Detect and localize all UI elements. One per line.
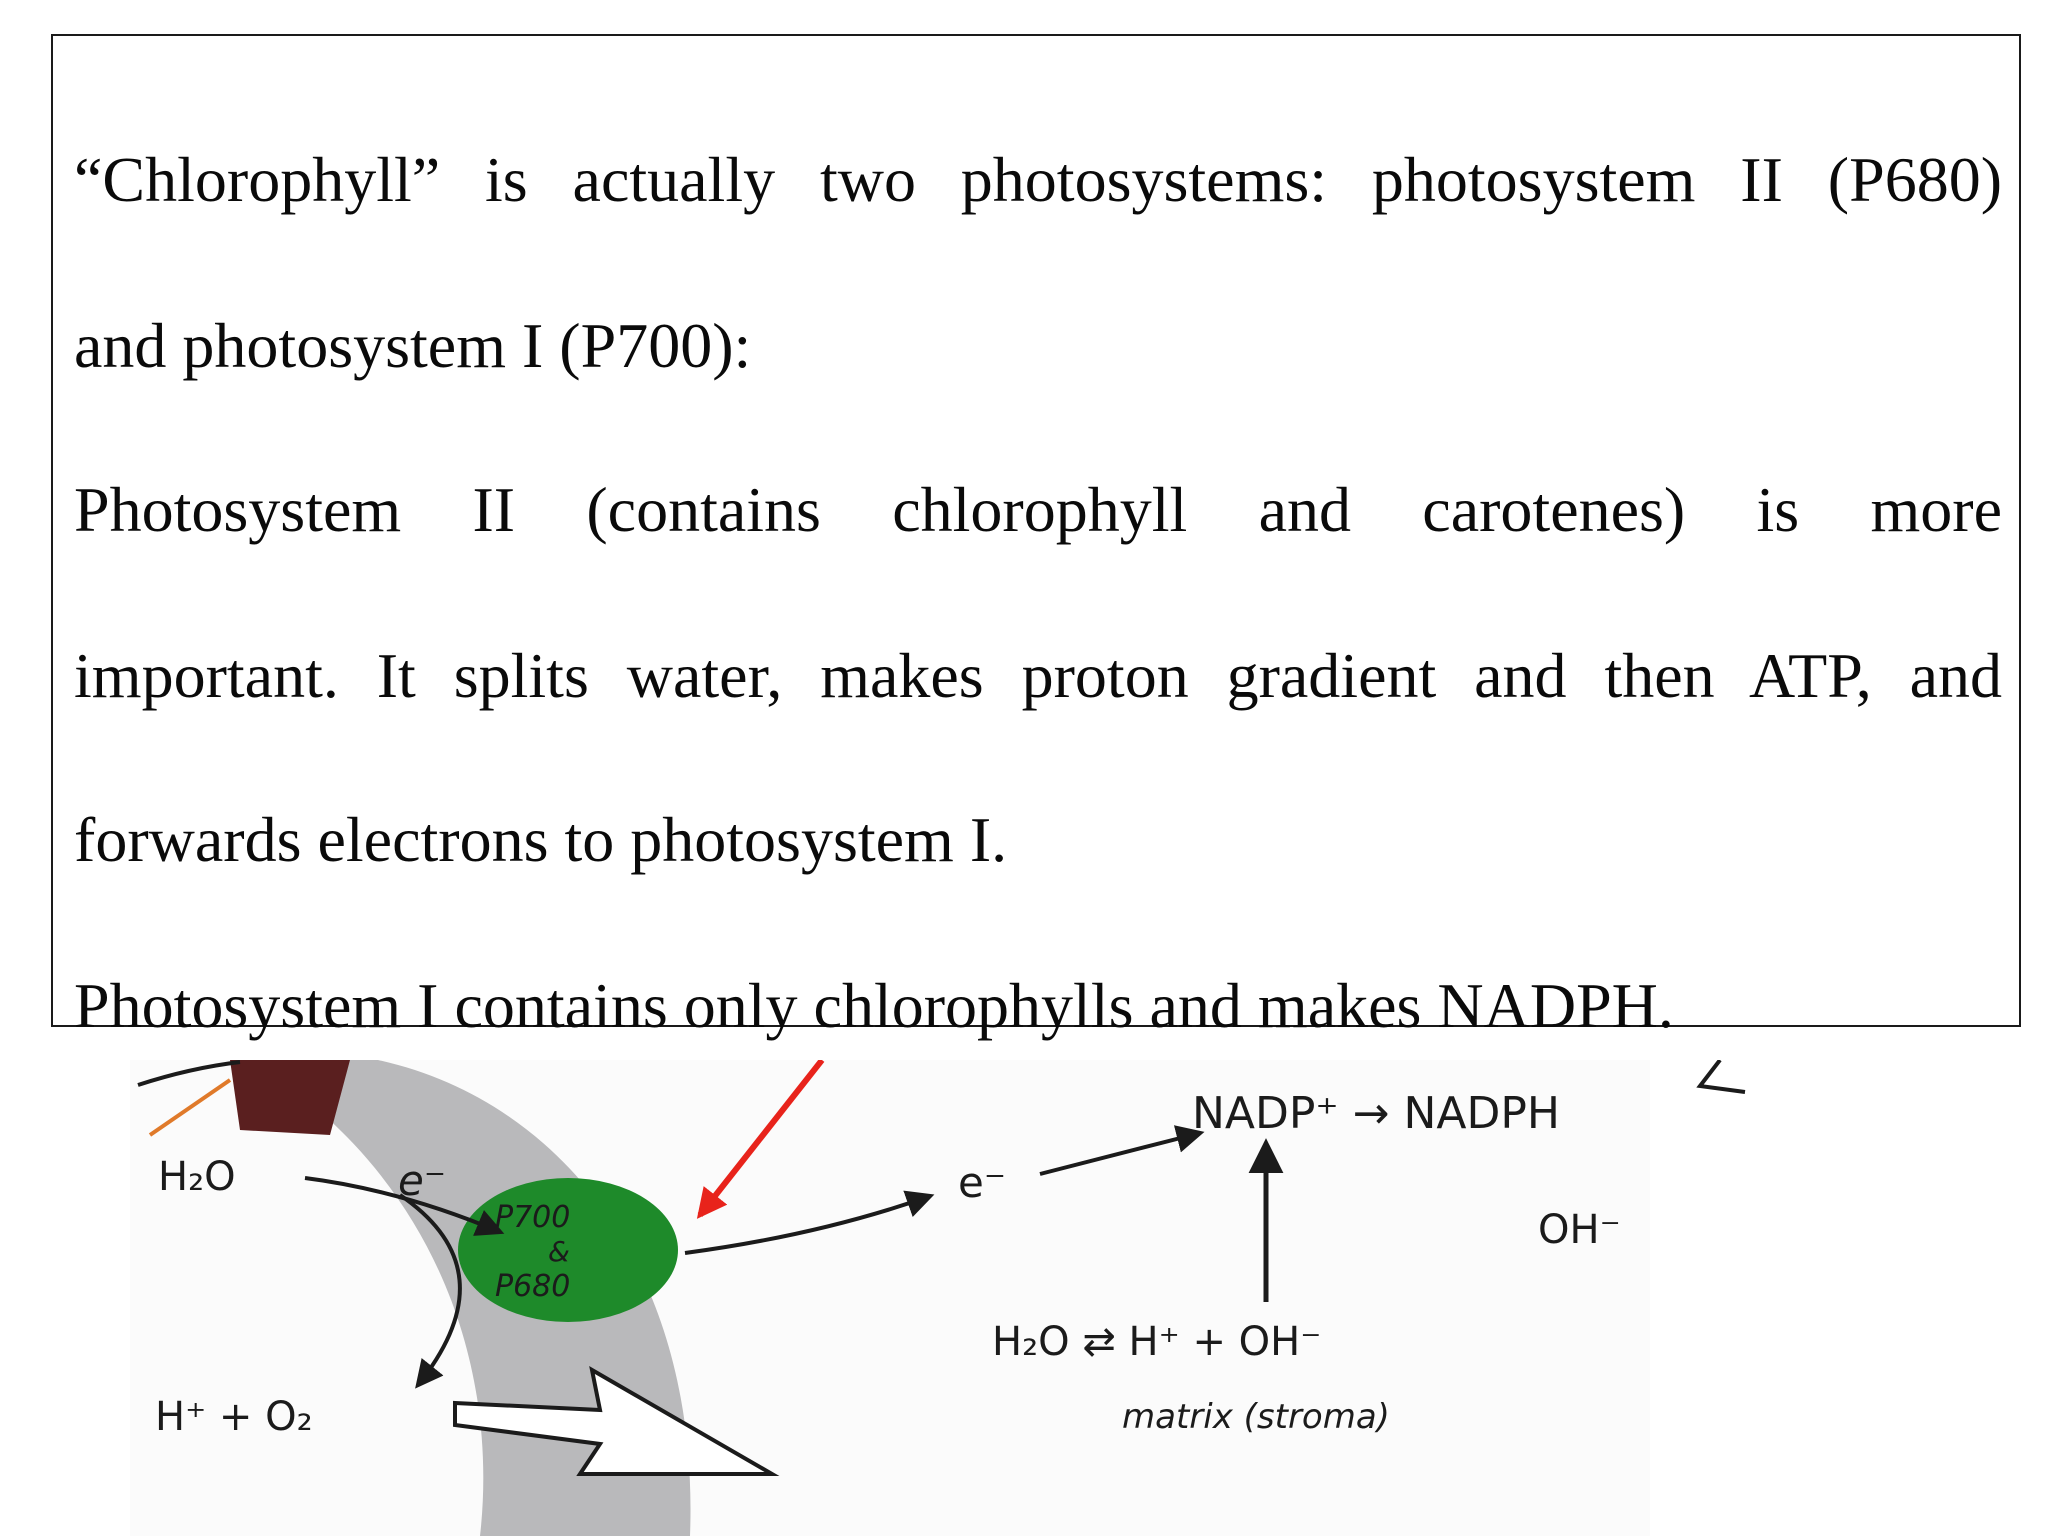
text-line-4: important. It splits water, makes proton… (74, 640, 2002, 711)
top-right-mark (1696, 1060, 1746, 1094)
text-line-3: Photosystem II (contains chlorophyll and… (74, 474, 2002, 545)
dark-block (230, 1060, 350, 1135)
text-line-6: Photosystem I contains only chlorophylls… (74, 970, 1674, 1041)
orange-line (148, 1078, 232, 1137)
water-equilibrium-label: H₂O ⇄ H⁺ + OH⁻ (992, 1319, 1321, 1365)
electron-to-nadp-arrow (1039, 1125, 1205, 1176)
light-arrow (696, 1060, 825, 1219)
nadp-reaction-label: NADP⁺ → NADPH (1192, 1088, 1560, 1139)
h-plus-o2-label: H⁺ + O₂ (155, 1394, 313, 1440)
electron-transfer-arrow (684, 1190, 935, 1255)
photosynthesis-diagram: P700 & P680 H₂O e⁻ H⁺ + O₂ e⁻ NADP⁺ → NA… (0, 1060, 2048, 1536)
top-left-curve (137, 1060, 241, 1087)
text-line-1: “Chlorophyll” is actually two photosyste… (74, 144, 2002, 215)
text-line-5: forwards electrons to photosystem I. (74, 804, 1008, 875)
explanation-box: “Chlorophyll” is actually two photosyste… (51, 34, 2021, 1038)
h2o-left-label: H₂O (158, 1154, 236, 1200)
text-line-2: and photosystem I (P700): (74, 310, 752, 381)
photosystem-blob (458, 1178, 678, 1322)
oh-minus-label: OH⁻ (1538, 1207, 1621, 1253)
ampersand-label: & (548, 1235, 570, 1268)
split-to-o2-arrow (398, 1193, 462, 1389)
electron-right-label: e⁻ (958, 1158, 1006, 1207)
proton-flow-arrow (453, 1366, 780, 1476)
p680-label: P680 (495, 1269, 570, 1304)
p700-label: P700 (495, 1200, 570, 1235)
matrix-label: matrix (stroma) (1122, 1397, 1390, 1437)
